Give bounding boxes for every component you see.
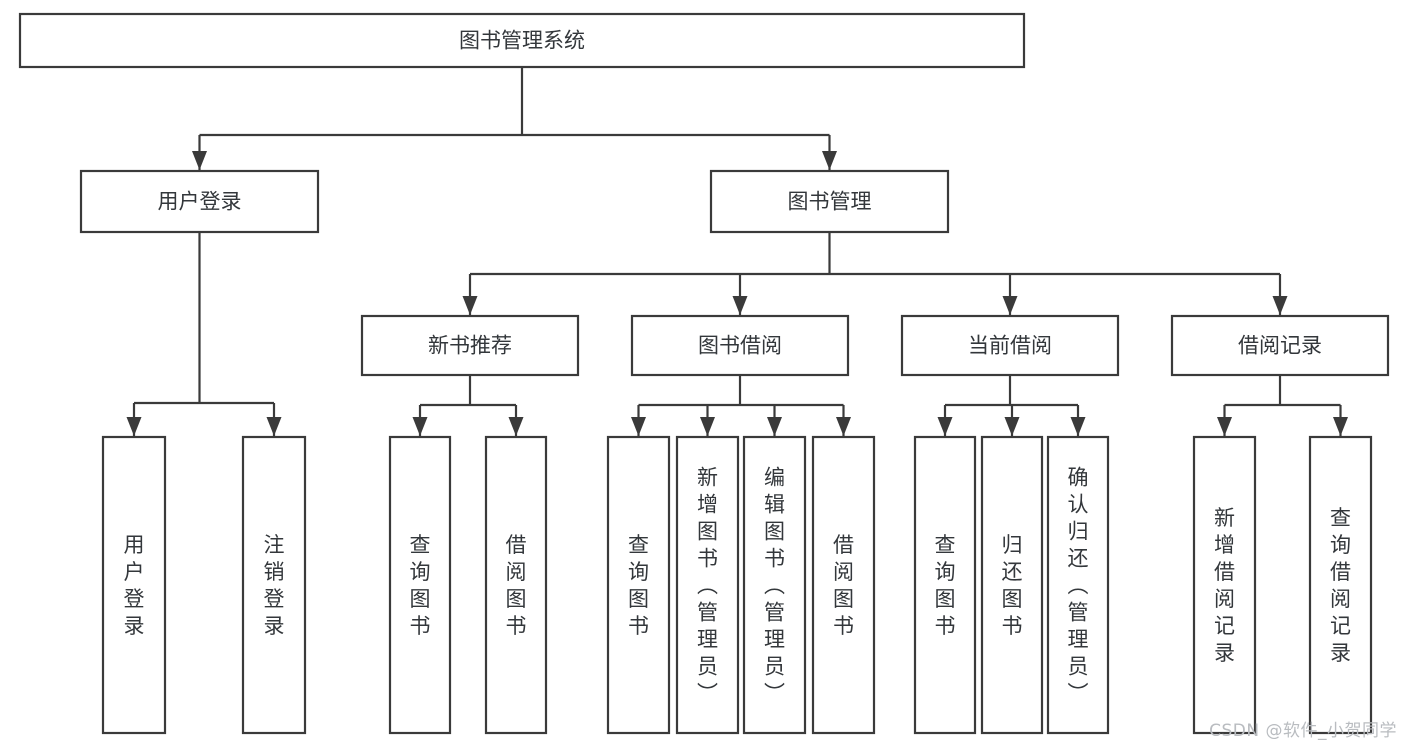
node-leaf-query-record-label: 查询借阅记录 — [1330, 506, 1351, 665]
node-leaf-query-book-2-label: 查询图书 — [628, 533, 649, 638]
node-leaf-query-record[interactable]: 查询借阅记录 — [1308, 435, 1373, 735]
node-leaf-user-login-label: 用户登录 — [124, 533, 145, 638]
node-book-manage[interactable]: 图书管理 — [709, 169, 950, 234]
arrow-head-icon — [508, 417, 524, 436]
node-book-borrow-box[interactable] — [630, 314, 850, 377]
node-leaf-query-book-1-box[interactable] — [388, 435, 452, 735]
node-book-borrow[interactable]: 图书借阅 — [630, 314, 850, 377]
node-root[interactable]: 图书管理系统 — [18, 12, 1026, 69]
arrow-head-icon — [1217, 417, 1232, 436]
node-leaf-edit-book-box[interactable] — [742, 435, 807, 735]
node-new-book-recommend-label: 新书推荐 — [428, 334, 512, 358]
node-leaf-add-book-box[interactable] — [675, 435, 740, 735]
arrow-head-icon — [1070, 417, 1086, 436]
node-leaf-query-book-3[interactable]: 查询图书 — [913, 435, 977, 735]
arrow-head-icon — [266, 417, 282, 436]
arrow-head-icon — [732, 296, 748, 315]
arrow-head-icon — [700, 417, 715, 436]
node-user-login-box[interactable] — [79, 169, 320, 234]
arrow-head-icon — [1004, 417, 1020, 436]
arrow-head-icon — [462, 296, 478, 315]
node-borrow-record-label: 借阅记录 — [1238, 334, 1322, 358]
arrow-head-icon — [631, 417, 646, 436]
node-leaf-query-book-2[interactable]: 查询图书 — [606, 435, 671, 735]
arrow-head-icon — [937, 417, 953, 436]
node-leaf-return-book[interactable]: 归还图书 — [980, 435, 1044, 735]
node-leaf-edit-book-label: 编辑图书︵管理员︶ — [764, 466, 785, 706]
node-user-login-label: 用户登录 — [158, 190, 242, 214]
arrow-head-icon — [1002, 296, 1018, 315]
node-leaf-borrow-book-2-label: 借阅图书 — [833, 533, 854, 638]
node-leaf-query-record-box[interactable] — [1308, 435, 1373, 735]
node-leaf-add-record-label: 新增借阅记录 — [1214, 506, 1235, 665]
node-leaf-return-book-label: 归还图书 — [1002, 533, 1023, 638]
node-leaf-add-record-box[interactable] — [1192, 435, 1257, 735]
node-leaf-edit-book[interactable]: 编辑图书︵管理员︶ — [742, 435, 807, 735]
node-current-borrow[interactable]: 当前借阅 — [900, 314, 1120, 377]
node-leaf-borrow-book-1-box[interactable] — [484, 435, 548, 735]
node-leaf-logout-label: 注销登录 — [264, 533, 285, 638]
node-leaf-query-book-1-label: 查询图书 — [410, 533, 431, 638]
node-new-book-recommend-box[interactable] — [360, 314, 580, 377]
node-leaf-user-login[interactable]: 用户登录 — [101, 435, 167, 735]
node-book-manage-box[interactable] — [709, 169, 950, 234]
node-leaf-logout[interactable]: 注销登录 — [241, 435, 307, 735]
node-leaf-user-login-box[interactable] — [101, 435, 167, 735]
node-current-borrow-box[interactable] — [900, 314, 1120, 377]
node-new-book-recommend[interactable]: 新书推荐 — [360, 314, 580, 377]
arrow-head-icon — [126, 417, 142, 436]
arrow-head-icon — [822, 151, 837, 170]
node-leaf-add-book[interactable]: 新增图书︵管理员︶ — [675, 435, 740, 735]
arrow-head-icon — [836, 417, 851, 436]
arrow-head-icon — [192, 151, 207, 170]
node-current-borrow-label: 当前借阅 — [968, 334, 1052, 358]
node-book-manage-label: 图书管理 — [788, 190, 872, 214]
node-user-login[interactable]: 用户登录 — [79, 169, 320, 234]
node-leaf-confirm-return-label: 确认归还︵管理员︶ — [1068, 466, 1089, 706]
node-borrow-record[interactable]: 借阅记录 — [1170, 314, 1390, 377]
node-layer: 图书管理系统用户登录图书管理新书推荐图书借阅当前借阅借阅记录用户登录注销登录查询… — [18, 12, 1390, 735]
arrow-head-icon — [1272, 296, 1288, 315]
node-leaf-confirm-return-box[interactable] — [1046, 435, 1110, 735]
node-leaf-query-book-3-label: 查询图书 — [935, 533, 956, 638]
node-borrow-record-box[interactable] — [1170, 314, 1390, 377]
node-leaf-return-book-box[interactable] — [980, 435, 1044, 735]
node-leaf-confirm-return[interactable]: 确认归还︵管理员︶ — [1046, 435, 1110, 735]
node-leaf-add-book-label: 新增图书︵管理员︶ — [697, 466, 718, 706]
node-leaf-query-book-3-box[interactable] — [913, 435, 977, 735]
node-leaf-logout-box[interactable] — [241, 435, 307, 735]
node-book-borrow-label: 图书借阅 — [698, 334, 782, 358]
node-root-label: 图书管理系统 — [459, 29, 585, 53]
arrow-head-icon — [1333, 417, 1348, 436]
node-leaf-borrow-book-1[interactable]: 借阅图书 — [484, 435, 548, 735]
arrow-head-icon — [412, 417, 428, 436]
csdn-watermark: CSDN @软件_小贺同学 — [1209, 721, 1397, 741]
arrow-head-icon — [767, 417, 782, 436]
edge-layer — [126, 67, 1348, 436]
node-leaf-add-record[interactable]: 新增借阅记录 — [1192, 435, 1257, 735]
node-leaf-borrow-book-2[interactable]: 借阅图书 — [811, 435, 876, 735]
node-leaf-borrow-book-2-box[interactable] — [811, 435, 876, 735]
node-leaf-query-book-1[interactable]: 查询图书 — [388, 435, 452, 735]
node-leaf-query-book-2-box[interactable] — [606, 435, 671, 735]
node-leaf-borrow-book-1-label: 借阅图书 — [506, 533, 527, 638]
node-root-box[interactable] — [18, 12, 1026, 69]
